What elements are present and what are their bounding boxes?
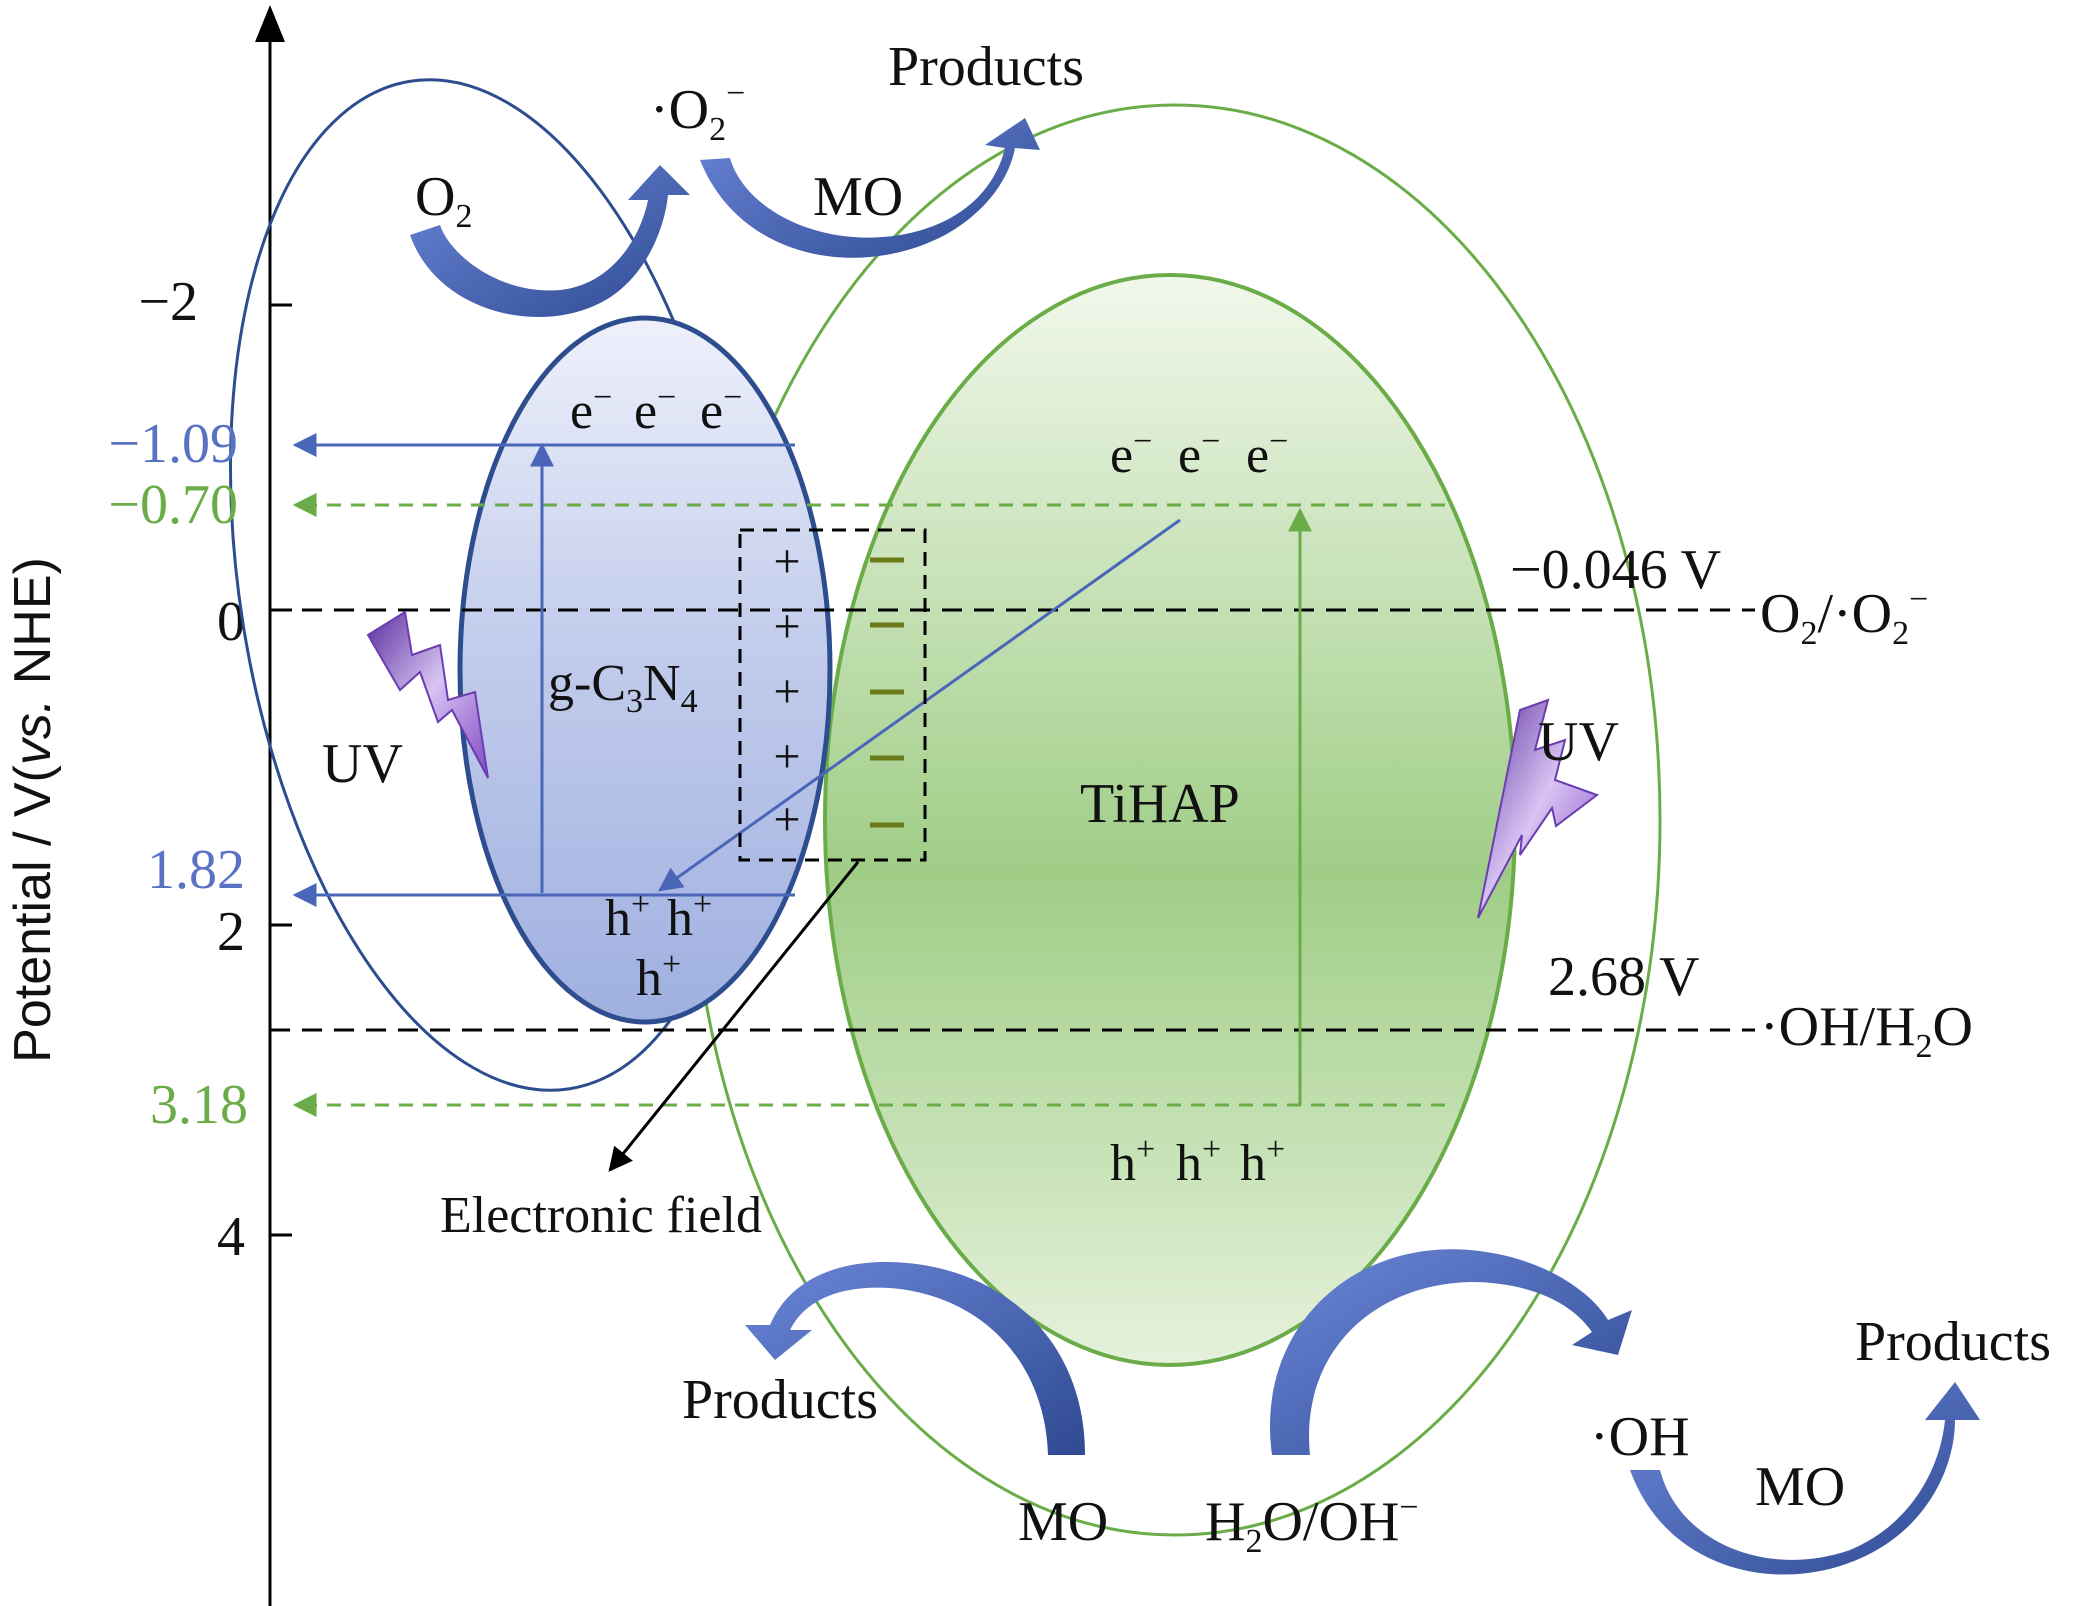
- y-axis-label-main: Potential / V(: [4, 764, 62, 1062]
- electron: e−: [1110, 423, 1152, 484]
- electric-field-box: [738, 528, 927, 862]
- plus-charge: +: [773, 665, 800, 718]
- field-plus-charges: + + + + +: [773, 535, 800, 846]
- electron: e−: [634, 379, 676, 440]
- electron: e−: [570, 379, 612, 440]
- lightning-bolt-icon: [1477, 698, 1600, 919]
- bottom-left-mo: MO: [1018, 1491, 1108, 1553]
- gcn-vb-value: 1.82: [147, 839, 245, 901]
- oh-ref-sub: 2: [1916, 1028, 1933, 1065]
- top-mo: MO: [813, 166, 903, 228]
- oh-ref-pre: ·OH/H: [1760, 996, 1916, 1058]
- gcn-name-pre: g-C: [548, 655, 626, 712]
- y-axis-label-italic: vs.: [4, 699, 62, 765]
- uv-label-right: UV: [1538, 711, 1619, 773]
- hole: h+: [636, 946, 681, 1007]
- tihap-vb-value: 3.18: [150, 1074, 248, 1136]
- oh-ref-couple: ·OH/H2O: [1760, 996, 1973, 1065]
- bottom-right-products: Products: [1855, 1311, 2051, 1373]
- gcn-name-n: N: [643, 655, 681, 712]
- o2-ref-couple: O2/·O2−: [1760, 581, 1928, 652]
- y-axis-label: Potential / V(vs. NHE): [4, 557, 62, 1063]
- gcn-electrons: e− e− e−: [570, 379, 742, 440]
- o2-ref-o: O: [1760, 583, 1800, 645]
- top-superoxide: ·O2−: [650, 75, 745, 148]
- bottom-right-mo: MO: [1755, 1456, 1845, 1518]
- top-products: Products: [888, 36, 1084, 98]
- electron: e−: [700, 379, 742, 440]
- electronic-field-label: Electronic field: [440, 1187, 762, 1244]
- gcn-name-sub1: 3: [626, 683, 643, 720]
- charge-transfer-arrow: [658, 518, 1181, 892]
- o2-ref-sup: −: [1909, 581, 1928, 618]
- hole: h+: [1240, 1131, 1285, 1192]
- plus-charge: +: [773, 730, 800, 783]
- electron: e−: [1246, 423, 1288, 484]
- plus-charge: +: [773, 793, 800, 846]
- y-axis-label-end: NHE): [4, 557, 62, 699]
- tihap-name: TiHAP: [1080, 773, 1240, 835]
- y-axis-arrowhead: [255, 5, 285, 42]
- curved-arrow-icon: [1270, 1249, 1632, 1455]
- curved-arrow-icon: [1630, 1382, 1980, 1575]
- tick-label-4: 4: [217, 1206, 245, 1268]
- curved-arrow-icon: [700, 118, 1040, 258]
- electron: e−: [1178, 423, 1220, 484]
- top-o2: O2: [415, 166, 472, 235]
- hole: h+: [667, 886, 712, 947]
- plus-charge: +: [773, 535, 800, 588]
- plus-charge: +: [773, 600, 800, 653]
- oh-ref-value: 2.68 V: [1548, 946, 1699, 1008]
- gcn-cb-value: −1.09: [108, 413, 238, 475]
- field-minus-charges: [870, 557, 904, 828]
- o2-ref-sub2: 2: [1892, 615, 1909, 652]
- hole: h+: [1110, 1131, 1155, 1192]
- gcn-name: g-C3N4: [548, 655, 698, 720]
- curved-arrow-icon: [745, 1261, 1085, 1455]
- curved-arrow-icon: [410, 165, 690, 318]
- bottom-hydroxyl-radical: ·OH: [1590, 1406, 1690, 1468]
- tihap-electrons: e− e− e−: [1110, 423, 1288, 484]
- tihap-holes: h+ h+ h+: [1110, 1131, 1285, 1192]
- tihap-cb-value: −0.70: [108, 474, 238, 536]
- o2-ref-value: −0.046 V: [1510, 539, 1721, 601]
- lightning-bolt-icon: [366, 610, 489, 779]
- o2-ref-sub: 2: [1800, 615, 1817, 652]
- tick-label-neg2: −2: [138, 271, 198, 333]
- bottom-left-products: Products: [682, 1369, 878, 1431]
- gcn-particle: [457, 315, 833, 1025]
- bottom-h2o-oh: H2O/OH−: [1205, 1489, 1419, 1560]
- uv-label-left: UV: [322, 733, 403, 795]
- tick-label-2: 2: [217, 901, 245, 963]
- hole: h+: [1176, 1131, 1221, 1192]
- field-pointer-arrow: [608, 861, 860, 1172]
- oh-ref-post: O: [1933, 996, 1973, 1058]
- gcn-holes: h+ h+ h+: [605, 886, 712, 1007]
- gcn-name-sub2: 4: [681, 683, 698, 720]
- hole: h+: [605, 886, 650, 947]
- o2-ref-mid: /·O: [1817, 583, 1892, 645]
